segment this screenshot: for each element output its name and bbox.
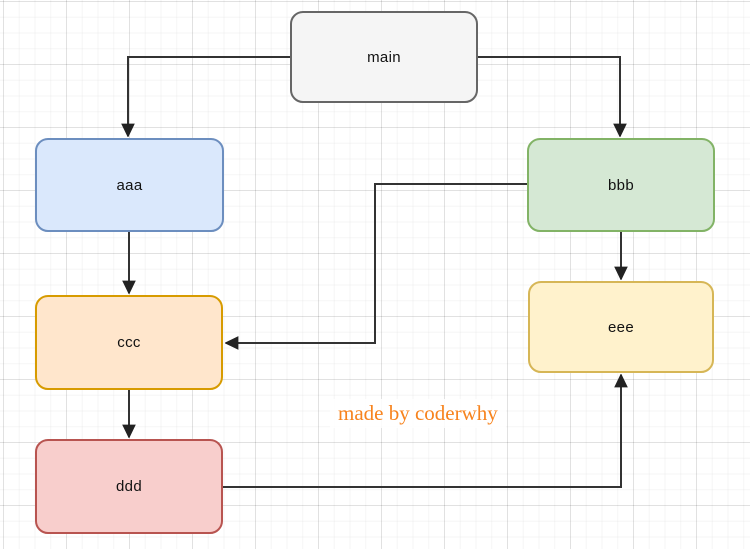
watermark-text: made by coderwhy [330, 399, 506, 428]
edge-main-to-bbb[interactable] [478, 56, 620, 136]
edges-group [128, 56, 621, 488]
node-label: ddd [116, 478, 142, 495]
node-eee[interactable]: eee [528, 281, 714, 373]
edge-bbb-to-ccc[interactable] [226, 183, 527, 343]
node-aaa[interactable]: aaa [35, 138, 224, 232]
node-label: eee [608, 318, 634, 336]
node-label: ccc [117, 334, 141, 351]
node-label: aaa [116, 176, 143, 194]
node-ddd[interactable]: ddd [35, 439, 223, 534]
edge-main-to-aaa[interactable] [128, 56, 290, 136]
node-ccc[interactable]: ccc [35, 295, 223, 390]
edge-ddd-to-eee[interactable] [223, 375, 621, 488]
node-label: bbb [608, 176, 634, 194]
node-bbb[interactable]: bbb [527, 138, 715, 232]
node-main[interactable]: main [290, 11, 478, 103]
node-label: main [367, 48, 401, 66]
